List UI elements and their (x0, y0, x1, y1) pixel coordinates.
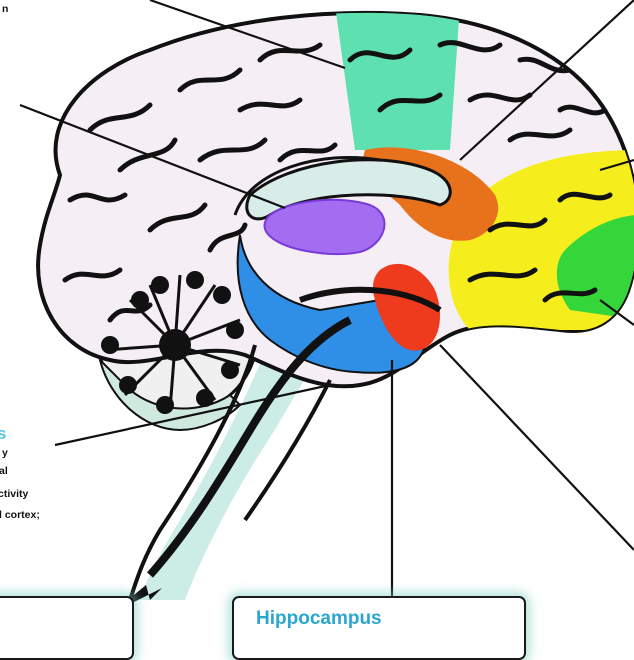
left-label-line-4: l cortex; (0, 508, 40, 522)
hippocampus-label-title: Hippocampus (256, 608, 382, 630)
left-label-line-1: y (2, 446, 8, 460)
hippocampus-label-box: Hippocampus (232, 596, 526, 660)
bottom-left-label-box (0, 596, 134, 660)
left-label-line-3: ctivity (0, 487, 28, 501)
top-left-label-fragment: n (2, 2, 8, 16)
left-label-title-fragment: s (0, 424, 6, 444)
motor-cortex-region (335, 5, 460, 150)
left-label-line-2: al (0, 464, 8, 478)
brain-diagram (0, 0, 634, 630)
